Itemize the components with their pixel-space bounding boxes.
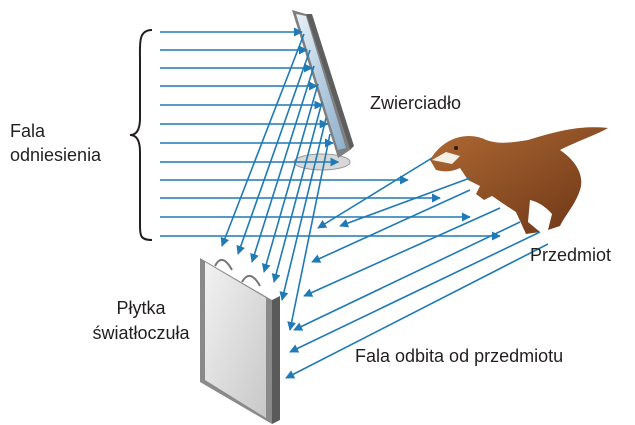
mirror-reflected-arrow	[279, 117, 327, 301]
brace-icon	[129, 29, 153, 241]
mirror-reflected-arrow	[250, 65, 315, 263]
object-wave-arrow	[293, 221, 521, 331]
plate-label-line2: światłoczuła	[92, 323, 190, 343]
object-wave-arrow	[285, 243, 549, 379]
object-wave-arrow	[289, 231, 541, 353]
mirror-reflected-arrow	[287, 133, 331, 331]
photographic-plate-icon	[200, 258, 280, 424]
reference-wave-label-line2: odniesienia	[10, 145, 102, 165]
object-wave-arrow	[317, 157, 433, 229]
object-wave-label: Fala odbita od przedmiotu	[355, 346, 564, 366]
mirror-label: Zwierciadło	[370, 93, 462, 113]
mirror-reflected-arrow	[271, 101, 323, 283]
reference-wave-arrows	[160, 27, 501, 241]
object-wave-arrow	[339, 177, 471, 228]
mirror-icon	[292, 10, 354, 171]
mirror-reflected-arrow	[261, 83, 319, 273]
object-label: Przedmiot	[530, 245, 612, 265]
object-wave-arrows	[285, 157, 549, 379]
mirror-reflected-arrow	[220, 33, 305, 247]
mirror-reflected-arrow	[236, 49, 311, 255]
reference-wave-label-line1: Fala	[10, 121, 46, 141]
object-wave-arrow	[311, 189, 471, 263]
plate-label-line1: Płytka	[116, 298, 166, 318]
object-wave-arrow	[303, 207, 501, 297]
mirror-reflected-arrows	[220, 33, 331, 331]
dinosaur-icon	[430, 127, 608, 234]
